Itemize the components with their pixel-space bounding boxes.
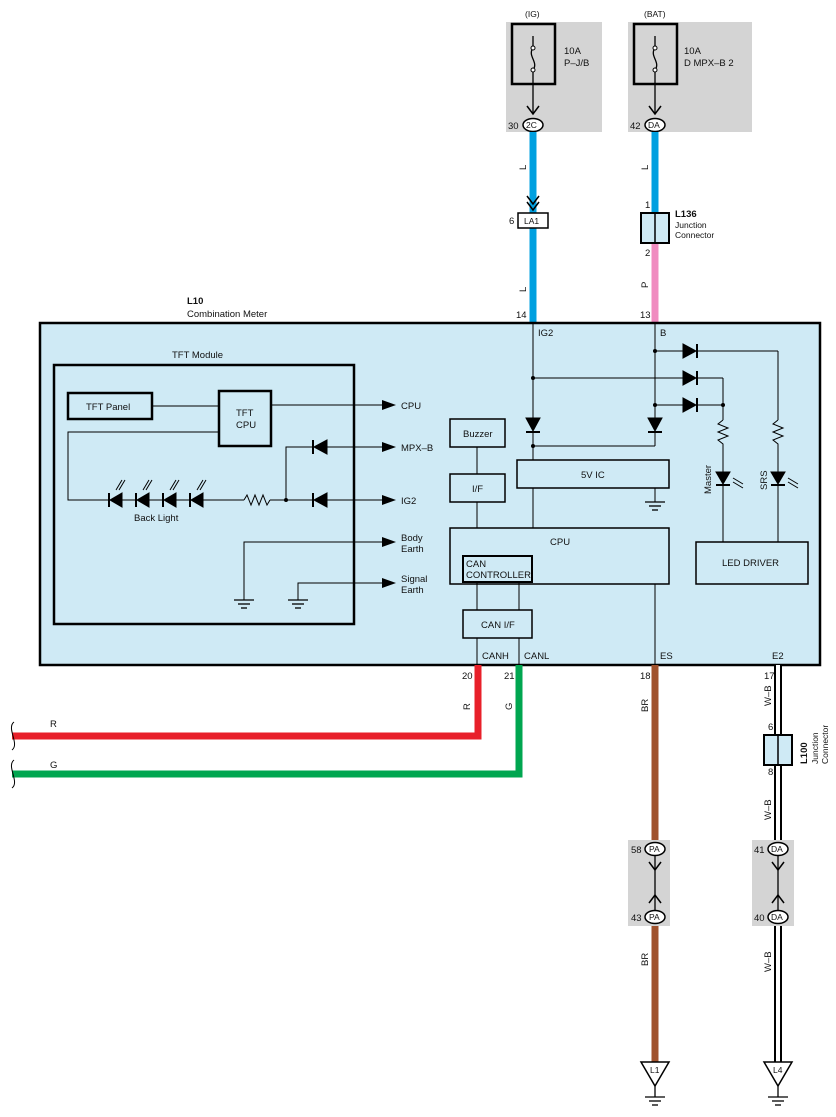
fuse-ig-source: (IG) — [525, 9, 540, 19]
wire-label-r-vert: R — [462, 703, 473, 710]
l100-pin-out: 8 — [768, 767, 773, 778]
l100-name-1: Junction — [810, 732, 820, 764]
fuse-ig-pin: 30 — [508, 121, 519, 132]
wire-label-g-vert: G — [504, 703, 515, 710]
cpu-label: CPU — [550, 537, 570, 548]
ic5v-label: 5V IC — [581, 470, 605, 481]
body-earth-1: Body — [401, 533, 423, 544]
wire-label-br-top: BR — [640, 699, 651, 712]
signal-earth-2: Earth — [401, 585, 424, 596]
fuse-ig-name: P–J/B — [564, 58, 589, 69]
meter-id: L10 — [187, 296, 203, 307]
connector-l100: 6 8 L100 Junction Connector — [763, 722, 830, 778]
can-if-label: CAN I/F — [481, 620, 515, 631]
da2-pin-top: 41 — [754, 845, 765, 856]
wire-label-l-bat: L — [640, 165, 651, 170]
body-earth-2: Earth — [401, 544, 424, 555]
l136-pin-in: 1 — [645, 200, 650, 211]
ground-l4: L4 — [762, 1061, 794, 1106]
buzzer-label: Buzzer — [463, 429, 493, 440]
l100-id: L100 — [799, 742, 810, 764]
la1-label: LA1 — [524, 216, 539, 226]
pin-canh-number: 20 — [462, 671, 473, 682]
l100-pin-in: 6 — [768, 722, 773, 733]
pin-ig2-label: IG2 — [538, 328, 553, 339]
wire-label-g: G — [50, 760, 57, 771]
pa-connector-bottom: PA — [649, 912, 660, 922]
connector-l136: 1 2 L136 Junction Connector — [640, 200, 714, 259]
pin-ig2-number: 14 — [516, 310, 527, 321]
wire-e2-wb: 17 W–B W–B W–B — [763, 665, 782, 1062]
l136-id: L136 — [675, 209, 697, 220]
pin-es-label: ES — [660, 651, 673, 662]
tft-panel-label: TFT Panel — [86, 402, 130, 413]
wire-bat: L P — [640, 132, 659, 323]
wire-label-l-mid: L — [518, 287, 529, 292]
wire-label-wb-2: W–B — [763, 799, 774, 820]
srs-label: SRS — [759, 470, 770, 490]
wire-label-wb-3: W–B — [763, 951, 774, 972]
fuse-bat: (BAT) 10A D MPX–B 2 DA 42 — [628, 9, 752, 133]
pin-es-number: 18 — [640, 671, 651, 682]
tft-cpu-label-1: TFT — [236, 408, 254, 419]
l136-pin-out: 2 — [645, 248, 650, 259]
tft-module-title: TFT Module — [172, 350, 223, 361]
pin-b-label: B — [660, 328, 666, 339]
fuse-bat-rating: 10A — [684, 46, 702, 57]
combination-meter: L10 Combination Meter 14 IG2 13 B TFT Mo… — [38, 296, 822, 667]
connector-la1: LA1 6 — [509, 212, 549, 229]
pa-connector-top: PA — [649, 844, 660, 854]
l136-name-1: Junction — [675, 220, 707, 230]
fuse-bat-name: D MPX–B 2 — [684, 58, 734, 69]
backlight-label: Back Light — [134, 513, 179, 524]
wire-canh-red: 20 R R — [10, 665, 482, 751]
fuse-ig-connector: 2C — [526, 120, 537, 130]
tft-cpu-label-2: CPU — [236, 420, 256, 431]
master-label: Master — [703, 465, 714, 494]
fuse-ig: (IG) 10A P–J/B 2C 30 — [506, 9, 602, 133]
fuse-bat-source: (BAT) — [644, 9, 666, 19]
connector-da-bottom: DA DA 41 40 — [752, 840, 794, 926]
la1-pin: 6 — [509, 216, 514, 227]
da2-connector-bottom: DA — [771, 912, 783, 922]
wire-es-brown: 18 BR BR — [640, 665, 659, 1062]
ground-l1: L1 — [639, 1061, 671, 1106]
ground-l4-label: L4 — [773, 1065, 783, 1075]
wire-label-l-top: L — [518, 165, 529, 170]
pin-canl-label: CANL — [524, 651, 549, 662]
fuse-bat-connector: DA — [648, 120, 660, 130]
tft-output-ig2: IG2 — [401, 496, 416, 507]
wire-label-wb-1: W–B — [763, 685, 774, 706]
da2-pin-bottom: 40 — [754, 913, 765, 924]
tft-output-cpu: CPU — [401, 401, 421, 412]
da2-connector-top: DA — [771, 844, 783, 854]
fuse-bat-pin: 42 — [630, 121, 641, 132]
led-driver-label: LED DRIVER — [722, 558, 779, 569]
pa-pin-top: 58 — [631, 845, 642, 856]
wire-ig-blue: L L — [518, 132, 540, 323]
pin-canl-number: 21 — [504, 671, 515, 682]
l136-name-2: Connector — [675, 230, 714, 240]
tft-output-mpxb: MPX–B — [401, 443, 433, 454]
wire-label-p: P — [640, 282, 651, 288]
meter-name: Combination Meter — [187, 309, 267, 320]
can-controller-2: CONTROLLER — [466, 570, 531, 581]
pa-pin-bottom: 43 — [631, 913, 642, 924]
pin-e2-number: 17 — [764, 671, 775, 682]
fuse-ig-rating: 10A — [564, 46, 582, 57]
signal-earth-1: Signal — [401, 574, 427, 585]
wire-label-br-bottom: BR — [640, 953, 651, 966]
wire-label-r: R — [50, 719, 57, 730]
wire-canl-green: 21 G G — [10, 665, 523, 789]
pin-canh-label: CANH — [482, 651, 509, 662]
l100-name-2: Connector — [820, 725, 830, 764]
can-controller-1: CAN — [466, 559, 486, 570]
connector-pa: PA PA 58 43 — [628, 840, 670, 926]
if-label: I/F — [472, 484, 483, 495]
ground-l1-label: L1 — [650, 1065, 660, 1075]
pin-b-number: 13 — [640, 310, 651, 321]
pin-e2-label: E2 — [772, 651, 784, 662]
tft-module: TFT Module TFT Panel TFT CPU CPU — [52, 350, 433, 626]
